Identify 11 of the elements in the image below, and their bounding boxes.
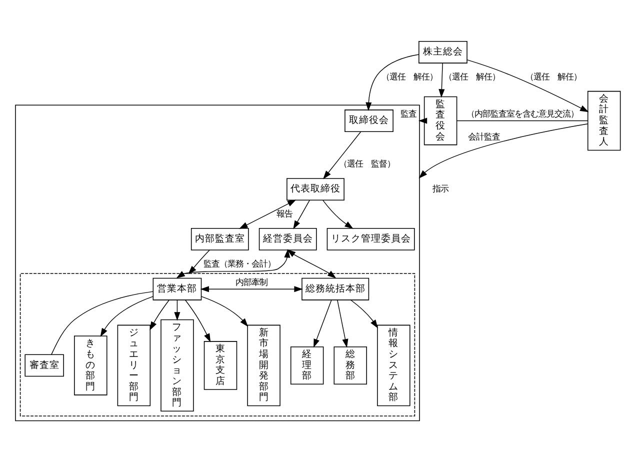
edge-label: 監査 — [400, 108, 417, 119]
edge-label: （選任 解任） — [381, 71, 438, 82]
edge-label: （選任 解任） — [444, 71, 500, 82]
edge-label: （選任 監督） — [339, 158, 396, 169]
edge-label: 監査（業務・会計） — [203, 258, 276, 268]
edge-label: （内部監査室を含む意見交流） — [466, 108, 578, 119]
edge-label: （選任 解任） — [526, 71, 582, 82]
label: 指示 — [432, 184, 449, 194]
edge-label: 内部牽制 — [236, 277, 268, 288]
edge-label: 報告 — [276, 208, 293, 218]
edge-label: 会計監査 — [468, 132, 500, 142]
